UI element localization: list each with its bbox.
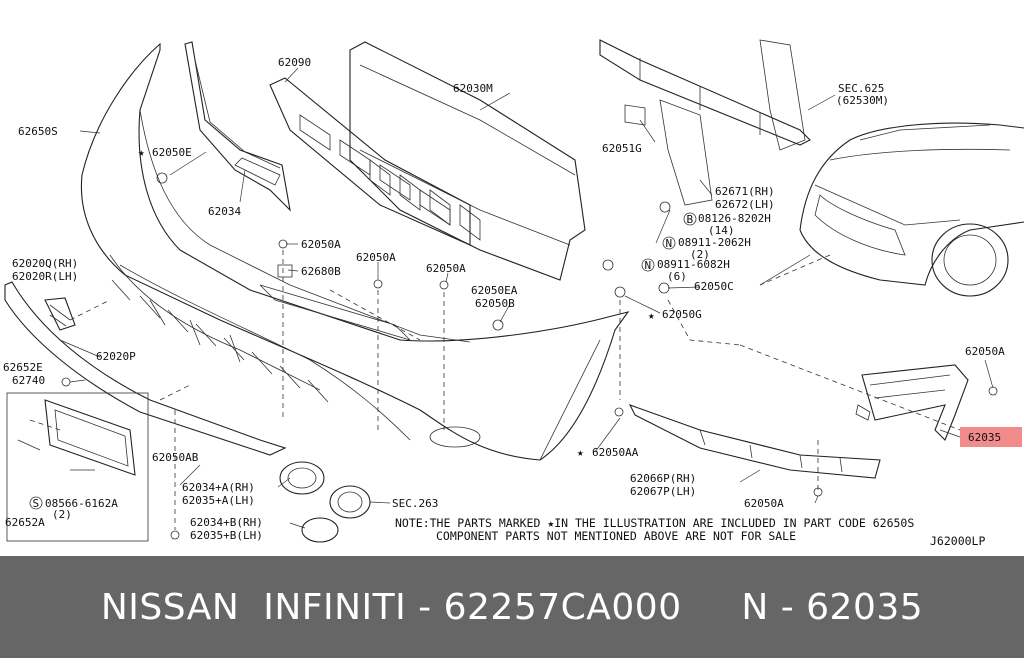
lower-grille [4,254,321,456]
label-62050e: 62050E [152,146,192,159]
label-62050b: 62050B [475,297,515,310]
label-62050a-4: 62050A [744,497,784,510]
label-62652e: 62652E [3,361,43,374]
label-62050a-1: 62050A [301,238,341,251]
label-62020r: 62020R(LH) [12,270,78,283]
label-08911-2062h: 08911-2062H [678,236,751,249]
label-62050ea: 62050EA [471,284,518,297]
label-62035b: 62035+B(LH) [190,529,263,542]
side-bumper-bracket [855,364,969,441]
star-icon: ★ [648,309,655,322]
label-62680b: 62680B [301,265,341,278]
label-62090: 62090 [278,56,311,69]
license-bracket [6,392,149,542]
label-08911-2062h-qty: (2) [690,248,710,261]
label-62051g: 62051G [602,142,642,155]
label-62050a-3: 62050A [426,262,466,275]
star-markers: ★ ★ ★ [138,146,655,459]
note-line-1: NOTE:THE PARTS MARKED ★IN THE ILLUSTRATI… [395,516,914,530]
core-support [599,39,811,206]
part-labels: 62650S 62050E 62034 62090 62030M 62051G … [3,56,1005,542]
fog-lamp [279,461,371,543]
label-08566: 08566-6162A [45,497,118,510]
label-62035: 62035 [968,431,1001,444]
star-icon: ★ [577,446,584,459]
parts-diagram: ★ ★ ★ B N N S 62650S 62050E 62034 62090 … [3,39,1024,548]
label-62652a: 62652A [5,516,45,529]
n-mark-icon: N [645,259,652,272]
label-08126: 08126-8202H [698,212,771,225]
lower-retainer [628,404,881,479]
label-sec625-sub: (62530M) [836,94,889,107]
label-62050c: 62050C [694,280,734,293]
label-08126-qty: (14) [708,224,735,237]
guide-lines [29,250,961,530]
label-sec263: SEC.263 [392,497,438,510]
leader-lines [59,67,994,529]
label-62650s: 62650S [18,125,58,138]
star-icon: ★ [138,146,145,159]
diagram-code: J62000LP [930,534,985,548]
fog-bracket [44,297,76,331]
label-62035a: 62035+A(LH) [182,494,255,507]
upper-grille-bar [184,41,291,212]
label-62034b: 62034+B(RH) [190,516,263,529]
b-mark-icon: B [687,213,694,226]
bumper-fascia [80,42,630,461]
label-62740: 62740 [12,374,45,387]
label-08566-qty: (2) [52,508,72,521]
label-08911-6082h-qty: (6) [667,270,687,283]
note-line-2: COMPONENT PARTS NOT MENTIONED ABOVE ARE … [436,529,796,543]
label-62050a-2: 62050A [356,251,396,264]
label-62050a-5: 62050A [965,345,1005,358]
bumper-reinforcement [349,41,586,281]
s-mark-icon: S [33,497,40,510]
label-62034a: 62034+A(RH) [182,481,255,494]
label-62030m: 62030M [453,82,493,95]
label-62050g: 62050G [662,308,702,321]
label-62050aa: 62050AA [592,446,639,459]
label-08911-6082h: 08911-6082H [657,258,730,271]
highlight-box [960,427,1022,447]
label-62671: 62671(RH) [715,185,775,198]
label-62050ab: 62050AB [152,451,199,464]
vehicle-illustration [799,122,1024,297]
label-62067p: 62067P(LH) [630,485,696,498]
label-62066p: 62066P(RH) [630,472,696,485]
part-number-banner: NISSAN INFINITI - 62257CA000 N - 62035 [0,556,1024,658]
label-sec625: SEC.625 [838,82,884,95]
banner-text: NISSAN INFINITI - 62257CA000 N - 62035 [100,586,924,628]
label-62034: 62034 [208,205,241,218]
label-62672: 62672(LH) [715,198,775,211]
label-62020p: 62020P [96,350,136,363]
label-62020q: 62020Q(RH) [12,257,78,270]
circled-markers: B N N S [29,212,697,510]
n-mark-icon: N [666,237,673,250]
